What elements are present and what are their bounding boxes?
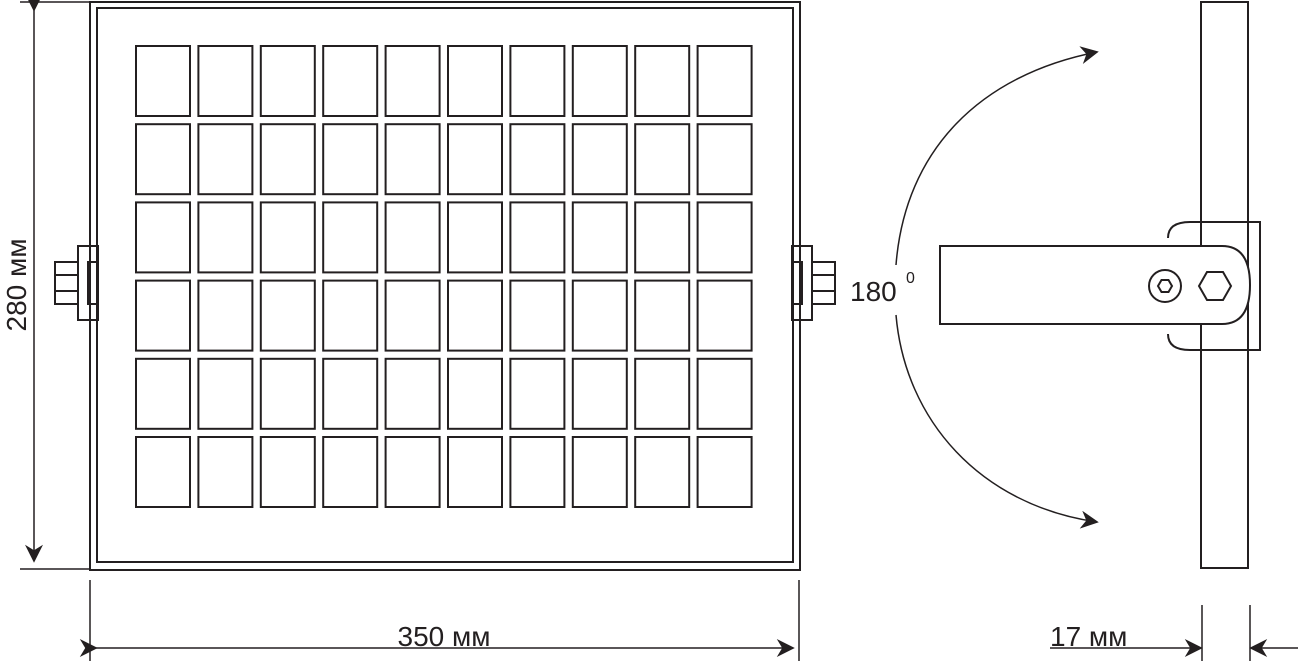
- led-cell: [197, 279, 254, 352]
- led-cell: [509, 279, 566, 352]
- rotation-angle-value: 180: [850, 276, 897, 307]
- led-cell: [322, 279, 379, 352]
- led-cell: [571, 279, 628, 352]
- led-cell: [447, 357, 503, 430]
- led-cell: [197, 45, 254, 117]
- led-cell: [259, 201, 316, 274]
- led-cell: [509, 357, 566, 430]
- led-cell: [571, 45, 628, 117]
- led-cell: [696, 201, 753, 274]
- led-cell: [634, 201, 691, 274]
- led-cell: [259, 123, 316, 196]
- led-cell: [259, 279, 316, 352]
- led-cell: [509, 45, 566, 117]
- led-cell: [384, 436, 441, 508]
- height-label: 280 мм: [1, 239, 32, 332]
- depth-label: 17 мм: [1050, 621, 1127, 652]
- led-cell: [135, 201, 191, 274]
- led-cell: [135, 436, 191, 508]
- led-cell: [509, 436, 566, 508]
- led-cell: [384, 279, 441, 352]
- led-cell: [384, 201, 441, 274]
- rotation-angle-degree: 0: [906, 270, 915, 287]
- led-cell: [634, 279, 691, 352]
- right-mount-bracket: [791, 245, 836, 321]
- led-cell: [571, 436, 628, 508]
- led-cell: [197, 357, 254, 430]
- rotation-indicator: [895, 46, 1099, 529]
- led-cell: [384, 357, 441, 430]
- led-grid: [135, 45, 753, 508]
- front-view: [54, 1, 836, 571]
- led-cell: [322, 201, 379, 274]
- led-cell: [571, 201, 628, 274]
- hex-bolt-socket-inner: [1156, 279, 1174, 293]
- led-cell: [135, 45, 191, 117]
- rotation-arc-upper: [895, 46, 1099, 266]
- led-cell: [447, 436, 503, 508]
- led-cell: [634, 436, 691, 508]
- led-cell: [322, 45, 379, 117]
- led-cell: [197, 123, 254, 196]
- led-cell: [509, 123, 566, 196]
- depth-dimension: [1050, 605, 1298, 661]
- led-cell: [696, 357, 753, 430]
- led-cell: [447, 45, 503, 117]
- led-cell: [197, 201, 254, 274]
- led-cell: [696, 279, 753, 352]
- led-cell: [135, 123, 191, 196]
- width-dimension: [79, 580, 800, 661]
- led-cell: [322, 357, 379, 430]
- side-view: [939, 1, 1261, 569]
- led-cell: [696, 436, 753, 508]
- width-label: 350 мм: [398, 621, 491, 652]
- rotation-arc-lower: [895, 314, 1099, 529]
- mount-arm: [939, 245, 1252, 325]
- led-cell: [696, 45, 753, 117]
- led-cell: [384, 123, 441, 196]
- bracket-hinge: [1167, 221, 1261, 351]
- led-cell: [571, 123, 628, 196]
- led-cell: [384, 45, 441, 117]
- led-cell: [571, 357, 628, 430]
- led-cell: [259, 45, 316, 117]
- left-mount-bracket: [54, 245, 99, 321]
- led-cell: [634, 357, 691, 430]
- led-cell: [259, 436, 316, 508]
- led-cell: [197, 436, 254, 508]
- led-cell: [322, 123, 379, 196]
- hex-bolt-socket: [1148, 269, 1182, 303]
- led-cell: [447, 123, 503, 196]
- height-dimension: [20, 0, 90, 570]
- led-cell: [447, 201, 503, 274]
- led-cell: [447, 279, 503, 352]
- led-cell: [634, 123, 691, 196]
- led-cell: [135, 357, 191, 430]
- led-cell: [696, 123, 753, 196]
- outer-frame: [89, 1, 801, 571]
- hex-nut: [1197, 271, 1233, 301]
- led-cell: [509, 201, 566, 274]
- led-cell: [135, 279, 191, 352]
- led-cell: [259, 357, 316, 430]
- led-cell: [322, 436, 379, 508]
- led-cell: [634, 45, 691, 117]
